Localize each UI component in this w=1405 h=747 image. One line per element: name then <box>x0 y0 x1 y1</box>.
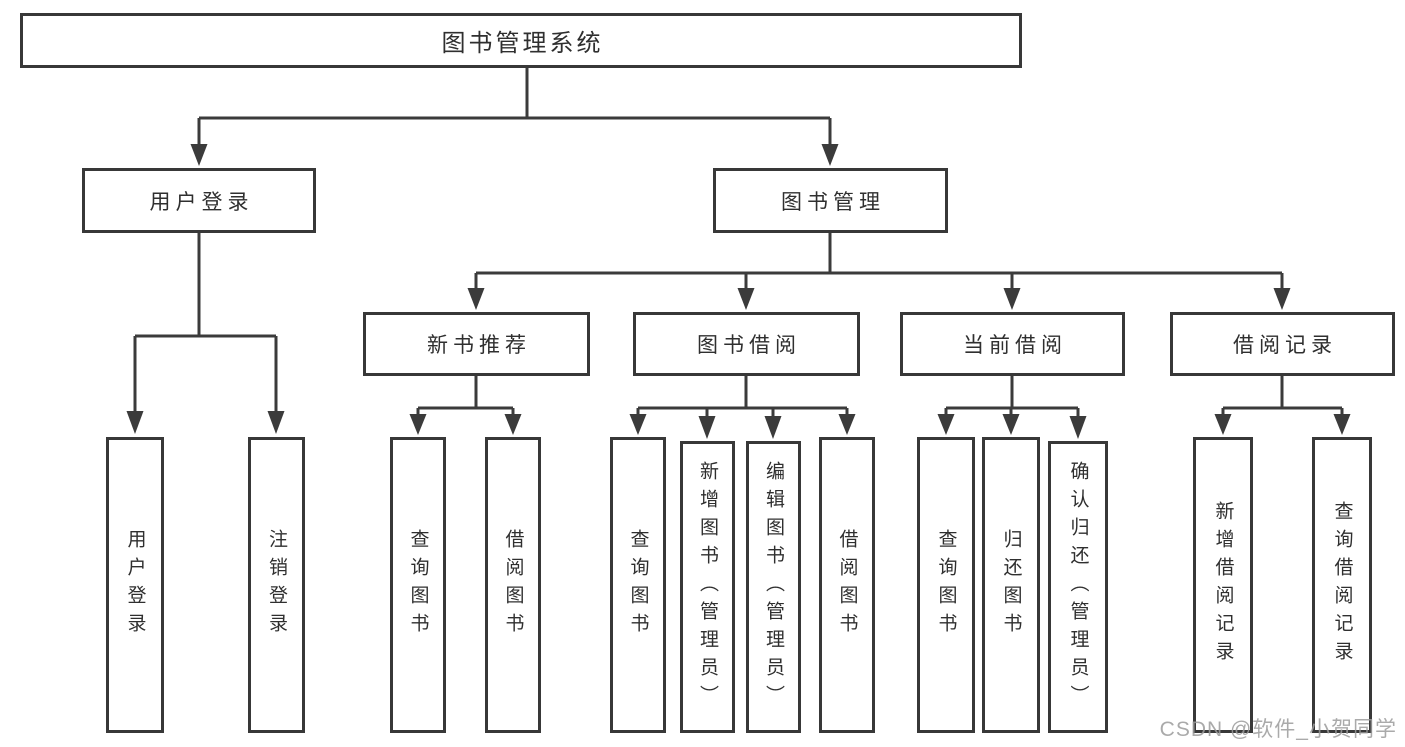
leaf-return-books-label: 归还图书 <box>1000 529 1022 641</box>
leaf-query-books-recommend-label: 查询图书 <box>407 529 429 641</box>
node-current-borrow-label: 当前借阅 <box>963 334 1067 357</box>
edge-user-login-to-children <box>126 233 285 434</box>
node-book-borrow-label: 图书借阅 <box>697 334 801 357</box>
node-new-book-recommend: 新书推荐 <box>363 312 590 376</box>
leaf-query-books-borrow-label: 查询图书 <box>627 529 649 641</box>
leaf-query-borrow-record-label: 查询借阅记录 <box>1331 501 1353 669</box>
leaf-query-books-current: 查询图书 <box>917 437 975 733</box>
leaf-edit-books-admin: 编辑图书（管理员） <box>746 441 801 733</box>
node-book-management: 图书管理 <box>713 168 948 233</box>
leaf-logout-label: 注销登录 <box>266 529 287 641</box>
edge-root-to-level2 <box>190 68 839 166</box>
edge-new-book-recommend-to-children <box>409 376 522 435</box>
node-book-borrow: 图书借阅 <box>633 312 860 376</box>
leaf-add-books-admin: 新增图书（管理员） <box>680 441 735 733</box>
leaf-add-borrow-record: 新增借阅记录 <box>1193 437 1253 733</box>
leaf-query-borrow-record: 查询借阅记录 <box>1312 437 1372 733</box>
leaf-confirm-return-admin-label: 确认归还（管理员） <box>1067 461 1089 713</box>
node-root: 图书管理系统 <box>20 13 1022 68</box>
leaf-confirm-return-admin: 确认归还（管理员） <box>1048 441 1108 733</box>
leaf-query-books-borrow: 查询图书 <box>610 437 666 733</box>
node-root-label: 图书管理系统 <box>441 30 604 57</box>
leaf-edit-books-admin-label: 编辑图书（管理员） <box>763 461 784 713</box>
csdn-watermark: CSDN @软件_小贺同学 <box>1159 718 1397 741</box>
edge-book-management-to-level3 <box>467 233 1291 310</box>
node-borrow-record: 借阅记录 <box>1170 312 1395 376</box>
node-new-book-recommend-label: 新书推荐 <box>427 334 531 357</box>
leaf-logout: 注销登录 <box>248 437 305 733</box>
edge-current-borrow-to-children <box>937 376 1087 439</box>
node-user-login: 用户登录 <box>82 168 316 233</box>
node-borrow-record-label: 借阅记录 <box>1233 334 1337 357</box>
leaf-query-books-recommend: 查询图书 <box>390 437 446 733</box>
leaf-borrow-books-recommend-label: 借阅图书 <box>502 529 524 641</box>
leaf-return-books: 归还图书 <box>982 437 1040 733</box>
leaf-borrow-books-recommend: 借阅图书 <box>485 437 541 733</box>
node-current-borrow: 当前借阅 <box>900 312 1125 376</box>
leaf-query-books-current-label: 查询图书 <box>935 529 957 641</box>
leaf-borrow-books-label: 借阅图书 <box>836 529 858 641</box>
leaf-borrow-books: 借阅图书 <box>819 437 875 733</box>
edge-book-borrow-to-children <box>629 376 856 439</box>
leaf-user-login-label: 用户登录 <box>124 529 146 641</box>
node-user-login-label: 用户登录 <box>149 190 254 214</box>
leaf-add-books-admin-label: 新增图书（管理员） <box>697 461 718 713</box>
leaf-user-login: 用户登录 <box>106 437 164 733</box>
node-book-management-label: 图书管理 <box>781 190 885 214</box>
leaf-add-borrow-record-label: 新增借阅记录 <box>1212 501 1234 669</box>
edge-borrow-record-to-children <box>1214 376 1351 435</box>
